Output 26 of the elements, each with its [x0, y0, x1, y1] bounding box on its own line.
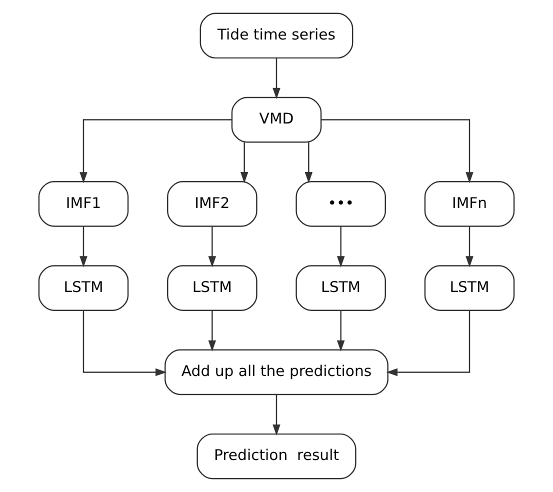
node-box: LSTM — [38, 265, 129, 311]
node-box: IMFn — [424, 181, 515, 227]
node-box: ••• — [296, 181, 386, 227]
arrow — [240, 142, 248, 184]
node-box: IMF1 — [38, 181, 129, 227]
node-box: Add up all the predictions — [164, 349, 388, 396]
arrow — [386, 310, 470, 376]
arrow — [272, 394, 280, 436]
arrow — [208, 310, 216, 352]
node-box: LSTM — [424, 265, 515, 311]
arrow — [336, 310, 345, 352]
node-box: Prediction result — [196, 433, 356, 480]
arrow — [80, 226, 88, 268]
arrow — [208, 226, 216, 268]
node-box: LSTM — [167, 265, 258, 311]
arrow — [304, 142, 313, 184]
node-box: VMD — [231, 96, 322, 143]
arrow — [336, 226, 345, 268]
node-box: LSTM — [296, 265, 386, 311]
arrow — [80, 119, 232, 184]
arrow — [321, 119, 474, 184]
arrow — [272, 58, 280, 100]
node-box: Tide time series — [200, 12, 354, 59]
node-box: IMF2 — [167, 181, 258, 227]
arrow — [466, 226, 474, 268]
arrow — [82, 310, 167, 376]
